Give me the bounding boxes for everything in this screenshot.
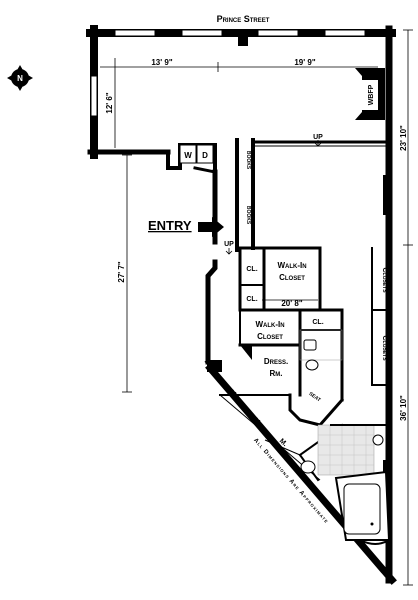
fireplace-icon — [355, 68, 385, 120]
dim-36-10: 36' 10" — [399, 395, 408, 421]
north-compass-icon: N — [7, 65, 33, 91]
up-arrow-entry — [225, 248, 233, 255]
washer-box — [179, 144, 197, 164]
books-label-2: BOOKS — [245, 206, 251, 225]
up-arrow-top — [314, 140, 322, 147]
street-label: Prince Street — [217, 14, 270, 24]
dim-12-6: 12' 6" — [105, 92, 114, 113]
sink-icon-2 — [300, 460, 316, 474]
black-corner-2 — [207, 360, 222, 372]
closet-label-3: CL. — [312, 319, 323, 326]
walkin-closet-2-line1: Walk-In — [255, 320, 284, 329]
tile-grid — [318, 425, 374, 475]
wbfp-label: WBFP — [368, 84, 375, 105]
dressing-room-line2: Rm. — [270, 369, 283, 378]
bathtub-icon — [334, 470, 391, 541]
books-label-1: BOOKS — [245, 151, 251, 170]
dimension-lines — [100, 29, 413, 586]
walkin-closet-2-line2: Closet — [257, 332, 283, 341]
toilet-icon — [305, 359, 319, 371]
dryer-box — [196, 144, 214, 164]
walkin-closet-1-line1: Walk-In — [277, 261, 306, 270]
dim-20-8: 20' 8" — [281, 299, 302, 308]
dim-23-10: 23' 10" — [399, 125, 408, 151]
sink-icon — [303, 339, 317, 351]
dryer-label: D — [202, 151, 208, 160]
dim-19-9: 19' 9" — [294, 58, 315, 67]
up-label-top: UP — [313, 134, 323, 141]
closets-label-2: Closets — [381, 335, 388, 361]
entry-arrow-icon — [198, 217, 224, 237]
tile-floor-1 — [299, 329, 343, 361]
closet-label-1: CL. — [246, 266, 257, 273]
closet-label-2: CL. — [246, 296, 257, 303]
svg-text:N: N — [17, 74, 23, 83]
entry-label: ENTRY — [148, 218, 192, 233]
left-window — [90, 75, 98, 117]
closets-label-1: Closets — [381, 267, 388, 293]
top-windows — [114, 29, 366, 37]
seat-label: SEAT — [308, 391, 322, 403]
up-label-entry: UP — [224, 241, 234, 248]
tile-floor-2 — [317, 424, 375, 476]
dressing-room-line1: Dress. — [264, 357, 288, 366]
washer-label: W — [184, 151, 192, 160]
dim-13-9: 13' 9" — [151, 58, 172, 67]
dim-27-7: 27' 7" — [117, 261, 126, 282]
walkin-closet-1-line2: Closet — [279, 273, 305, 282]
black-corner-1 — [240, 345, 252, 360]
m-label: M. — [278, 438, 289, 448]
